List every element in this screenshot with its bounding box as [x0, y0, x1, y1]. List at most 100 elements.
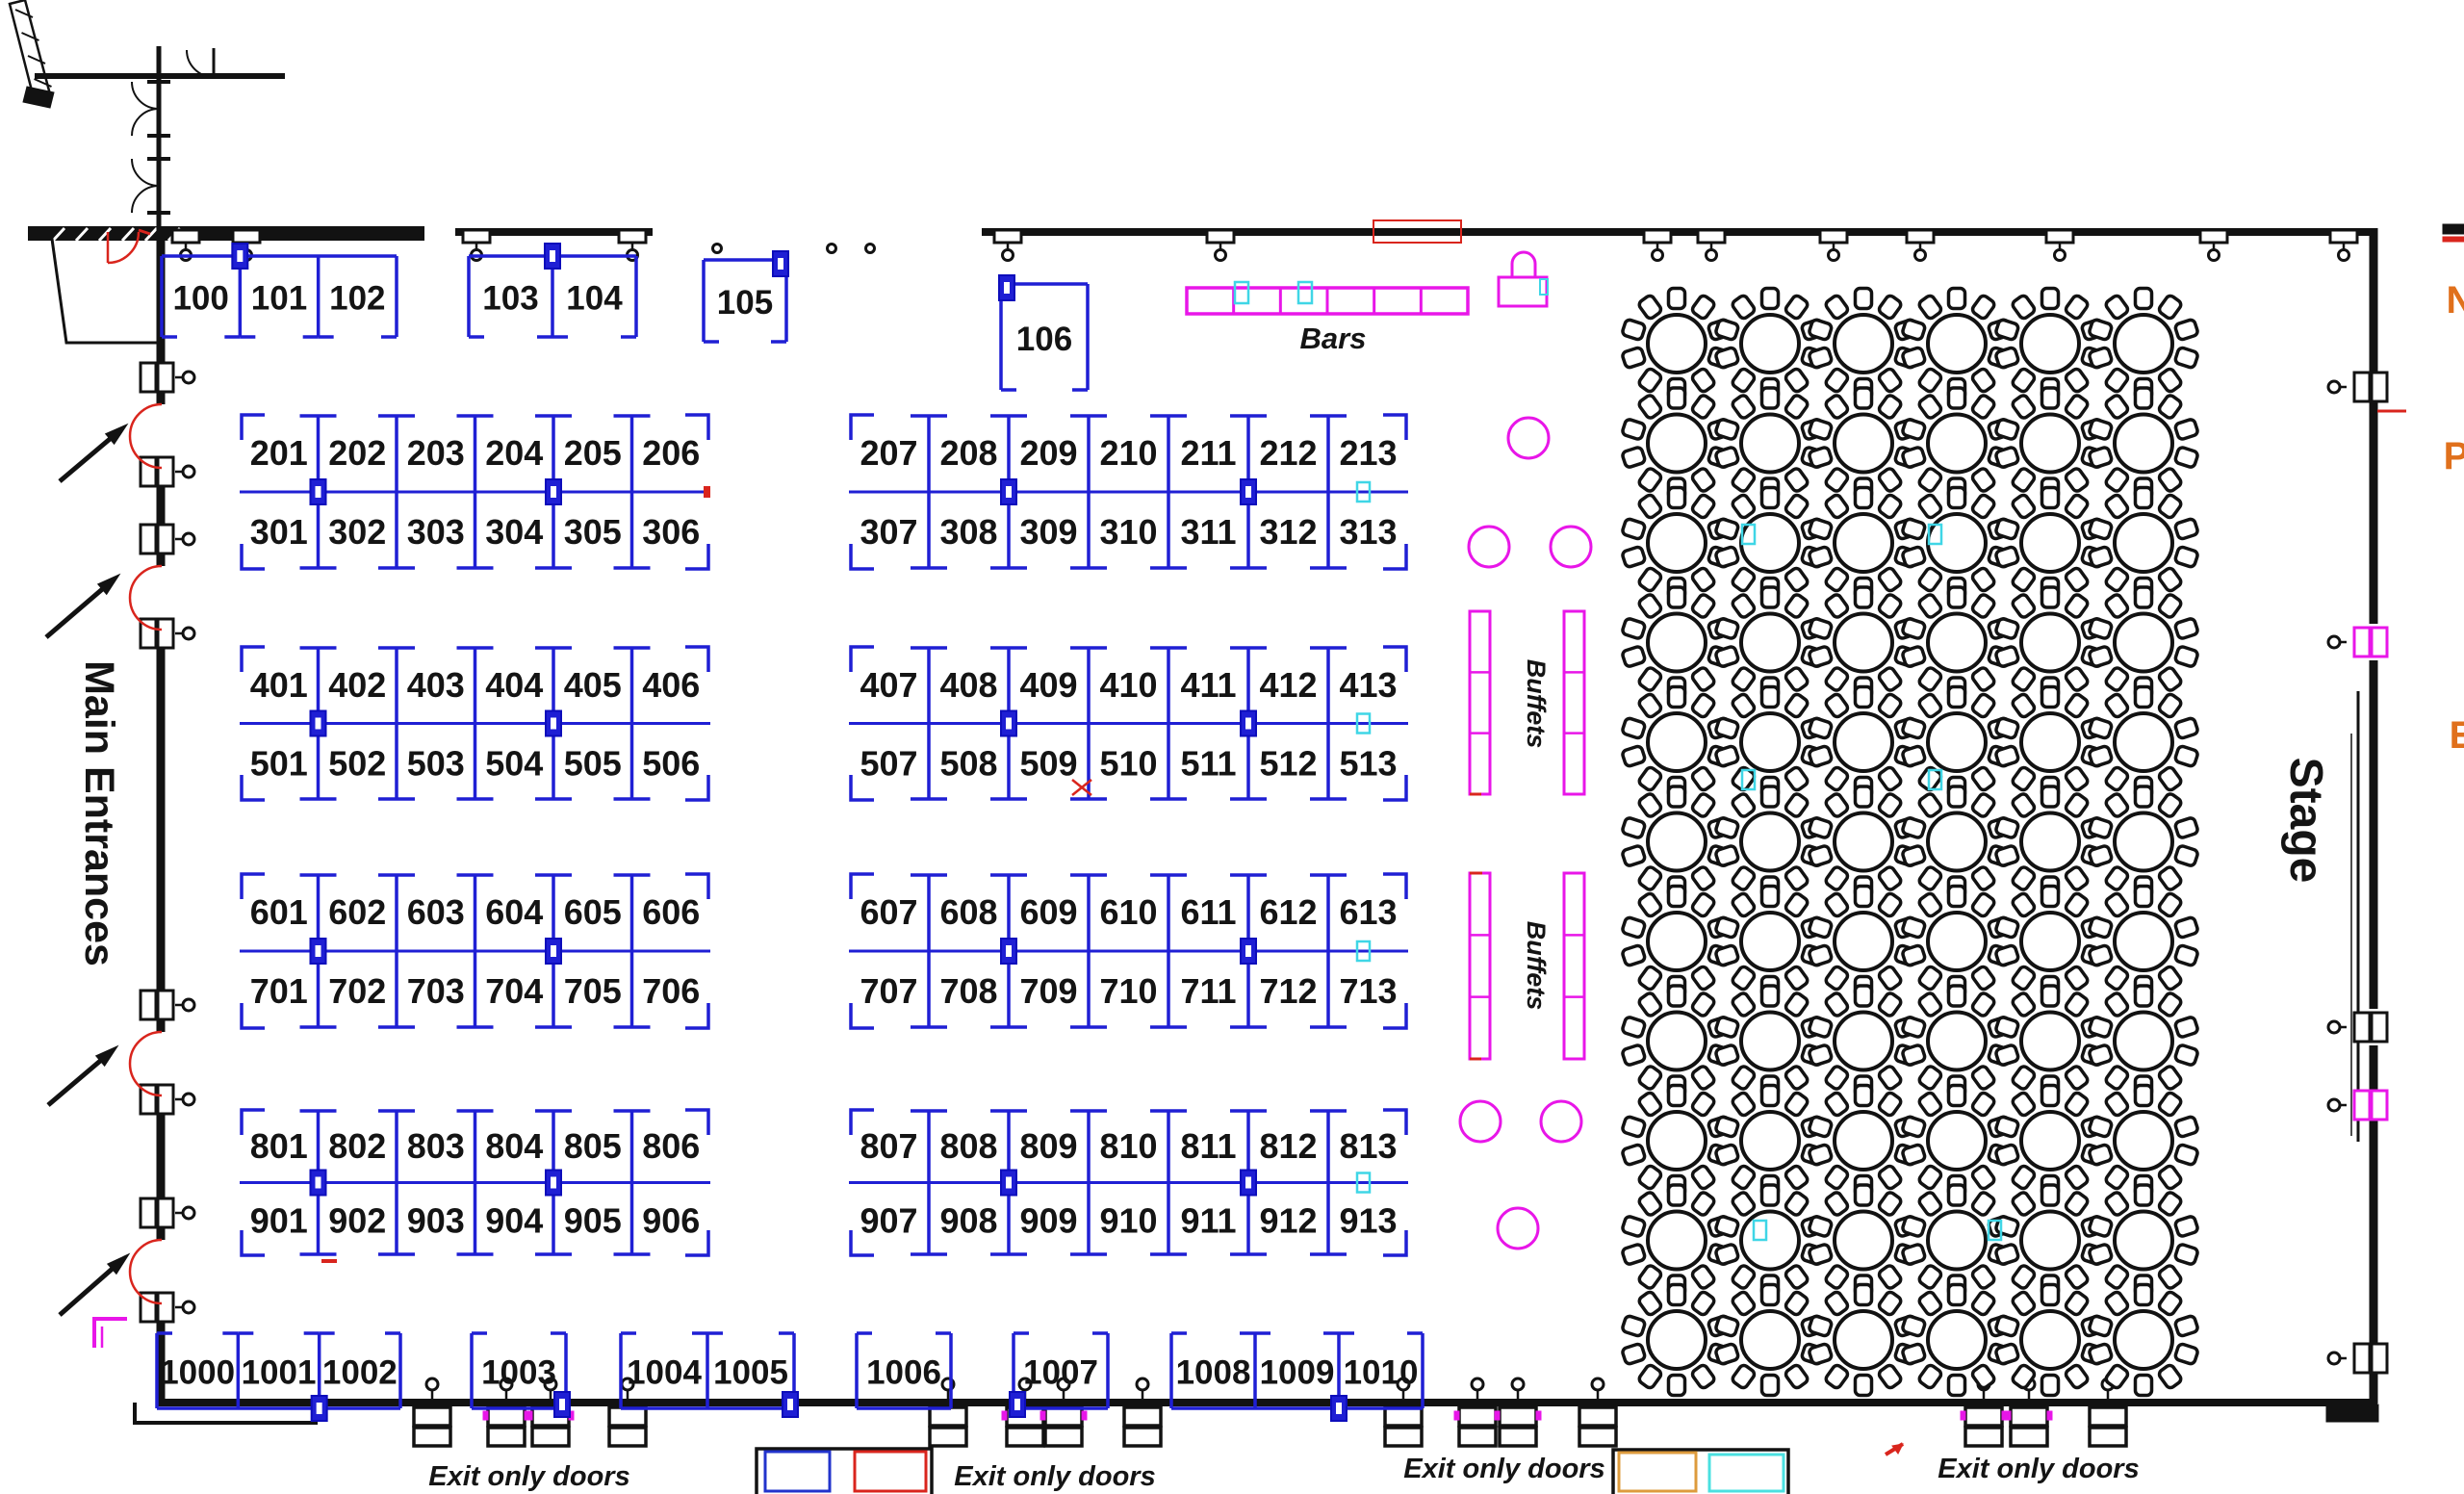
exit-door-leaf — [1122, 1426, 1163, 1448]
chair — [2064, 765, 2090, 792]
exit-door-leaf — [1383, 1405, 1424, 1428]
chair — [2173, 1115, 2199, 1139]
chair — [1901, 1043, 1927, 1067]
entrance-arrow-head — [96, 573, 121, 596]
chair — [1917, 1191, 1943, 1217]
table-top — [2019, 711, 2081, 773]
chair — [1784, 692, 1810, 719]
chair — [2011, 1065, 2037, 1091]
chair — [1853, 485, 1874, 510]
door-post — [139, 361, 158, 394]
buffet-table — [1562, 871, 1586, 1061]
banquet-table — [1808, 1083, 1919, 1198]
booth-number: 908 — [939, 1200, 997, 1240]
chair — [1970, 593, 1996, 619]
chair — [1731, 1264, 1757, 1290]
chair — [2104, 566, 2130, 593]
chair — [1714, 418, 1740, 441]
exit-door-mark — [1040, 1410, 1046, 1421]
chair — [1994, 545, 2020, 569]
chair — [2157, 1065, 2183, 1091]
entrance-arrow-head — [104, 423, 129, 446]
chair — [1759, 1183, 1781, 1207]
cyan-utility-mark — [1987, 1219, 2003, 1242]
chair — [1877, 792, 1903, 818]
table-top — [1926, 313, 1988, 374]
chair — [1824, 394, 1850, 420]
chair — [1917, 992, 1943, 1017]
chair — [1824, 1363, 1850, 1390]
banquet-table — [1621, 286, 1732, 401]
banquet-table — [1901, 286, 2013, 401]
chair — [1946, 585, 1967, 609]
chair — [2064, 792, 2090, 818]
table-top — [2113, 611, 2174, 674]
chair — [2040, 286, 2061, 311]
door-post-knob — [181, 1092, 196, 1107]
exit-door-leaf — [1964, 1426, 2004, 1448]
door-post — [139, 617, 158, 650]
table-top — [1739, 1309, 1801, 1371]
chair — [1784, 765, 1810, 792]
table-top — [1926, 911, 1988, 972]
chair — [1714, 446, 1740, 469]
chair — [2088, 844, 2114, 867]
exit-door-leaf — [486, 1405, 526, 1428]
chair — [2173, 617, 2199, 640]
booth-number: 506 — [642, 743, 700, 783]
chair — [1808, 1314, 1834, 1338]
chair — [1901, 1115, 1927, 1139]
booth-utility-box-notch — [1006, 945, 1012, 957]
chair — [1714, 915, 1740, 940]
chair — [1621, 617, 1647, 640]
exit-door-leaf — [1578, 1405, 1618, 1428]
chair — [1853, 884, 1874, 909]
chair — [1784, 891, 1810, 918]
chair — [1994, 716, 2020, 740]
door-post — [1696, 228, 1727, 245]
chair — [1901, 1215, 1927, 1238]
chair — [2011, 493, 2037, 520]
chair — [2064, 992, 2090, 1017]
banquet-table — [1994, 1083, 2106, 1198]
chair — [1808, 617, 1834, 640]
banquet-table — [1714, 884, 1826, 999]
chair — [1637, 692, 1663, 719]
banquet-table — [1994, 1282, 2106, 1398]
booth-utility-box-notch — [315, 717, 321, 730]
chair — [1824, 467, 1850, 493]
chair — [1901, 844, 1927, 867]
chair — [1637, 394, 1663, 420]
corridor-door-arc — [131, 108, 160, 137]
chair — [2104, 891, 2130, 918]
chair — [2157, 1363, 2183, 1390]
exit-door-leaf — [1457, 1405, 1498, 1428]
chair — [1637, 865, 1663, 891]
table-top — [1739, 1110, 1801, 1172]
table-top — [1833, 711, 1894, 773]
booth-number: 807 — [860, 1126, 917, 1166]
booth-number: 903 — [407, 1200, 465, 1240]
booth-number: 303 — [407, 512, 465, 552]
chair — [2088, 1215, 2114, 1238]
chair — [2088, 1143, 2114, 1167]
chair — [1808, 346, 1834, 370]
booth-number: 205 — [564, 433, 622, 473]
booth-number: 508 — [939, 743, 997, 783]
booth-corner-bracket — [1383, 1108, 1408, 1135]
booth-number: 408 — [939, 665, 997, 705]
chair — [1784, 666, 1810, 692]
banquet-table — [2088, 1183, 2199, 1298]
booth-number: 201 — [250, 433, 308, 473]
door-post — [1642, 228, 1673, 245]
chair — [2040, 684, 2061, 709]
chair — [2173, 1243, 2199, 1266]
door-post-knob — [181, 464, 196, 479]
chair — [2157, 593, 2183, 619]
chair — [2173, 1143, 2199, 1167]
door-post — [1905, 228, 1936, 245]
booth-number: 1003 — [481, 1354, 556, 1392]
chair — [1824, 1164, 1850, 1191]
chair — [1808, 545, 1834, 569]
booth-number: 413 — [1339, 665, 1397, 705]
